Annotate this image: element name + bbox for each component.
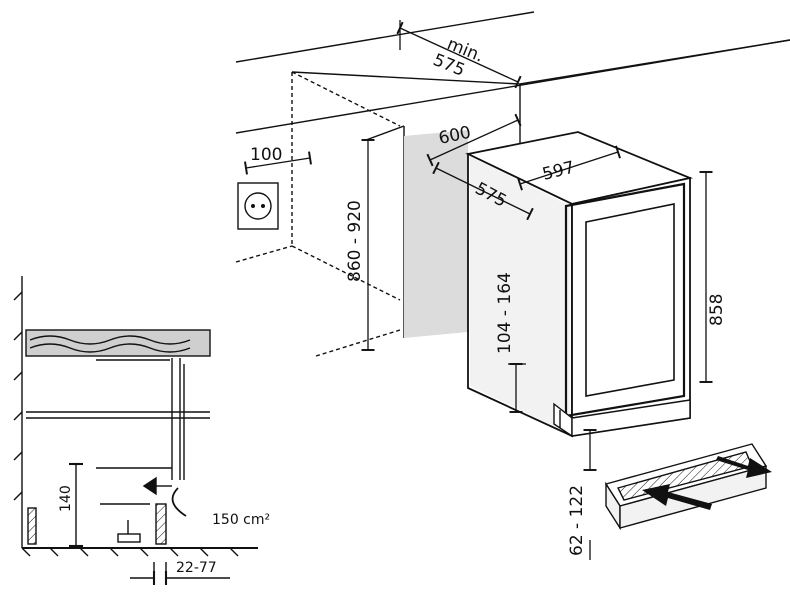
vent-gap-label: 22-77 bbox=[176, 560, 217, 576]
ventilation-grille bbox=[604, 443, 768, 531]
power-socket-icon bbox=[237, 182, 279, 230]
dimension-lines bbox=[244, 20, 522, 351]
foot-height-label: 62 - 122 bbox=[567, 485, 587, 556]
vent-area-label: 150 cm² bbox=[212, 512, 270, 528]
appliance-height-label: 858 bbox=[707, 294, 727, 326]
plinth-height-label: 104 - 164 bbox=[495, 272, 515, 354]
side-section-detail bbox=[13, 276, 258, 585]
vent-height-label: 140 bbox=[58, 485, 74, 512]
niche-back-shading bbox=[404, 130, 468, 338]
appliance-plinth bbox=[553, 399, 691, 438]
airflow-out-arrow-icon bbox=[716, 456, 772, 478]
niche-height-label: 860 - 920 bbox=[345, 200, 365, 282]
socket-offset-label: 100 bbox=[250, 145, 282, 165]
appliance-door bbox=[564, 182, 686, 418]
appliance-dimension-lines bbox=[432, 145, 713, 560]
appliance-side-shading bbox=[470, 156, 570, 434]
airflow-in-arrow-icon bbox=[642, 484, 712, 510]
